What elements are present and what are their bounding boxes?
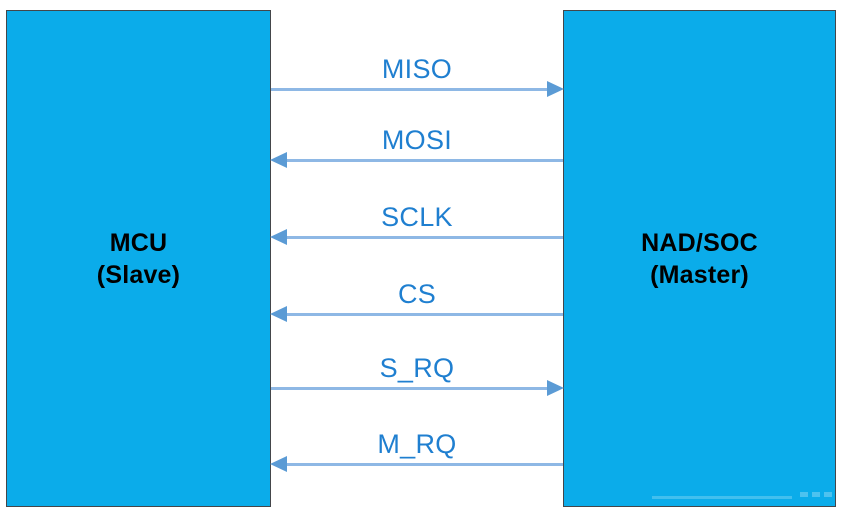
signal-cs-label: CS: [397, 279, 437, 309]
signal-m-rq-label: M_RQ: [377, 429, 457, 459]
node-nad-soc[interactable]: NAD/SOC (Master): [563, 10, 836, 507]
signal-miso-shaft: [271, 87, 549, 91]
signal-sclk-label: SCLK: [381, 202, 453, 232]
signal-mosi-label: MOSI: [381, 125, 453, 155]
arrow-left-icon: [270, 456, 287, 472]
arrow-left-icon: [270, 229, 287, 245]
arrow-right-icon: [547, 380, 564, 396]
arrow-left-icon: [270, 306, 287, 322]
signal-mosi-shaft: [285, 158, 563, 162]
signal-cs-shaft: [285, 312, 563, 316]
node-nad-soc-title: NAD/SOC: [641, 228, 758, 257]
signal-s-rq-shaft: [271, 386, 549, 390]
node-mcu[interactable]: MCU (Slave): [6, 10, 271, 507]
node-nad-soc-role: (Master): [650, 260, 749, 289]
signal-s-rq-label: S_RQ: [379, 353, 455, 383]
node-mcu-title: MCU: [109, 228, 168, 257]
node-mcu-role: (Slave): [96, 260, 181, 289]
arrow-left-icon: [270, 152, 287, 168]
signal-m-rq-shaft: [285, 462, 563, 466]
signal-sclk-shaft: [285, 235, 563, 239]
signal-miso-label: MISO: [381, 54, 453, 84]
arrow-right-icon: [547, 81, 564, 97]
